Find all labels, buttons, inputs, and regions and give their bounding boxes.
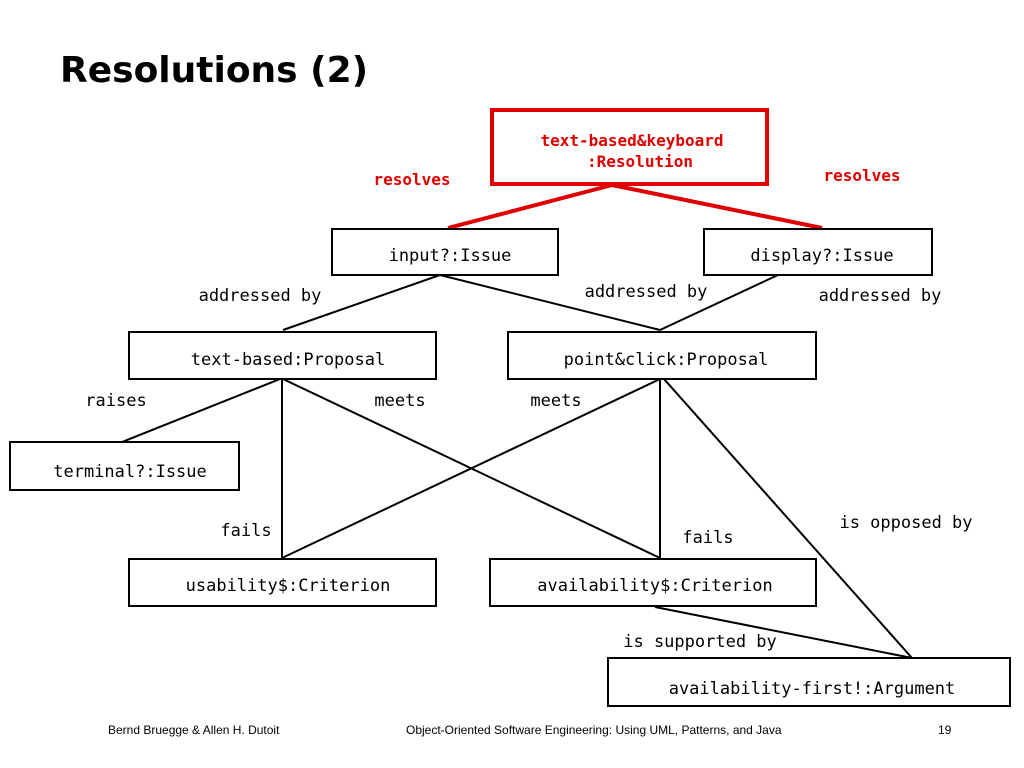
availability-criterion-label: availability$:Criterion [537,576,772,596]
label-meets-2: meets [530,391,581,411]
terminal-issue-label: terminal?:Issue [53,462,207,482]
usability-criterion-label: usability$:Criterion [186,576,391,596]
label-addressed-by-1: addressed by [199,286,322,306]
label-raises: raises [85,391,146,411]
edge-input-pointclick [439,274,661,331]
label-fails-2: fails [682,528,733,548]
label-addressed-by-2: addressed by [585,282,708,302]
edge-availability-argument [654,606,913,659]
label-resolves-right: resolves [823,166,900,185]
edge-pointclick-usability [281,378,661,559]
slide-title: Resolutions (2) [60,50,369,91]
availability-argument-node: availability-first!:Argument [607,657,1011,707]
edge-pointclick-argument [663,378,913,659]
text-based-proposal-node: text-based:Proposal [128,331,437,380]
label-fails-1: fails [220,521,271,541]
edge-input-textbased [282,274,441,331]
point-click-proposal-node: point&click:Proposal [507,331,817,380]
edge-resolves-input [447,183,613,230]
footer-authors: Bernd Bruegge & Allen H. Dutoit [108,723,280,737]
label-is-supported-by: is supported by [623,632,777,652]
availability-argument-label: availability-first!:Argument [669,679,956,699]
terminal-issue-node: terminal?:Issue [9,441,240,491]
availability-criterion-node: availability$:Criterion [489,558,817,607]
input-issue-node: input?:Issue [331,228,559,276]
display-issue-node: display?:Issue [703,228,933,276]
input-issue-label: input?:Issue [389,246,512,266]
edge-display-pointclick [659,274,779,331]
edge-resolves-display [611,183,823,230]
edge-textbased-terminal [121,378,281,443]
text-based-proposal-label: text-based:Proposal [191,350,385,370]
display-issue-label: display?:Issue [750,246,893,266]
point-click-proposal-label: point&click:Proposal [564,350,769,370]
label-meets-1: meets [374,391,425,411]
resolution-line1: text-based&keyboard [540,131,723,150]
footer-page-number: 19 [938,723,952,737]
footer-book: Object-Oriented Software Engineering: Us… [406,723,782,737]
resolution-line2: :Resolution [587,152,693,171]
label-addressed-by-3: addressed by [819,286,942,306]
resolution-node: text-based&keyboard :Resolution [490,108,769,186]
label-is-opposed-by: is opposed by [839,513,972,533]
label-resolves-left: resolves [373,170,450,189]
usability-criterion-node: usability$:Criterion [128,558,437,607]
